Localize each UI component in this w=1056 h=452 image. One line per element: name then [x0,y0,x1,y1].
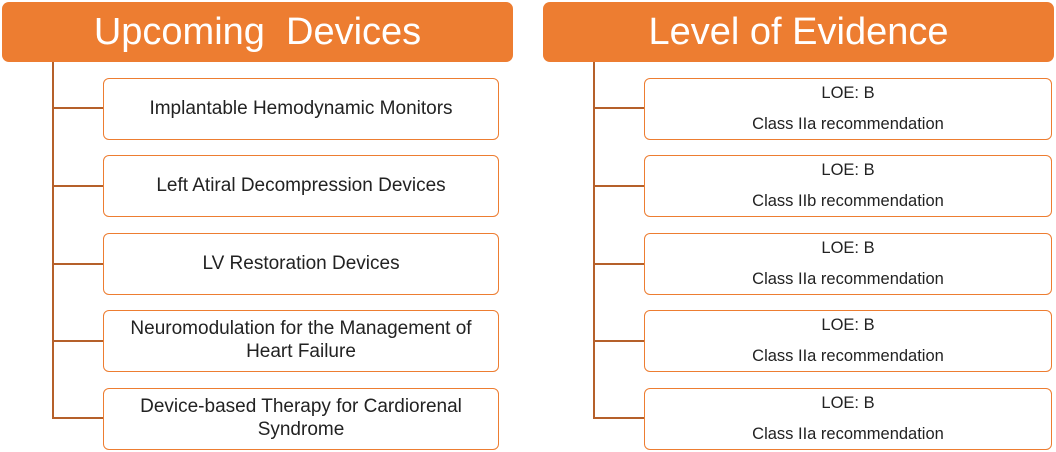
loe-label: LOE: B [821,238,875,257]
left-branch-1 [52,107,103,109]
left-branch-4 [52,340,103,342]
level-of-evidence-header: Level of Evidence [543,2,1054,62]
device-box-1: Implantable Hemodynamic Monitors [103,78,499,140]
left-branch-2 [52,185,103,187]
loe-label: LOE: B [821,83,875,102]
loe-label: LOE: B [821,315,875,334]
class-label: Class IIa recommendation [752,115,944,133]
device-box-4: Neuromodulation for the Management of He… [103,310,499,372]
evidence-box-5: LOE: B Class IIa recommendation [644,388,1052,450]
loe-label: LOE: B [821,160,875,179]
right-branch-5 [593,417,644,419]
evidence-box-1: LOE: B Class IIa recommendation [644,78,1052,140]
device-box-3: LV Restoration Devices [103,233,499,295]
evidence-box-3: LOE: B Class IIa recommendation [644,233,1052,295]
device-label: LV Restoration Devices [202,252,400,274]
evidence-box-2: LOE: B Class IIb recommendation [644,155,1052,217]
device-label: Neuromodulation for the Management of He… [130,318,472,362]
device-label: Implantable Hemodynamic Monitors [149,97,453,119]
left-tree-trunk [52,62,54,419]
loe-label: LOE: B [821,393,875,412]
device-label: Left Atiral Decompression Devices [156,174,446,196]
device-box-5: Device-based Therapy for Cardiorenal Syn… [103,388,499,450]
class-label: Class IIb recommendation [752,192,944,210]
right-branch-2 [593,185,644,187]
device-label: Device-based Therapy for Cardiorenal Syn… [140,396,462,440]
right-branch-4 [593,340,644,342]
class-label: Class IIa recommendation [752,425,944,443]
upcoming-devices-header: Upcoming Devices [2,2,513,62]
right-tree-trunk [593,62,595,419]
evidence-box-4: LOE: B Class IIa recommendation [644,310,1052,372]
right-branch-1 [593,107,644,109]
class-label: Class IIa recommendation [752,347,944,365]
left-branch-3 [52,263,103,265]
left-branch-5 [52,417,103,419]
device-box-2: Left Atiral Decompression Devices [103,155,499,217]
class-label: Class IIa recommendation [752,270,944,288]
right-branch-3 [593,263,644,265]
